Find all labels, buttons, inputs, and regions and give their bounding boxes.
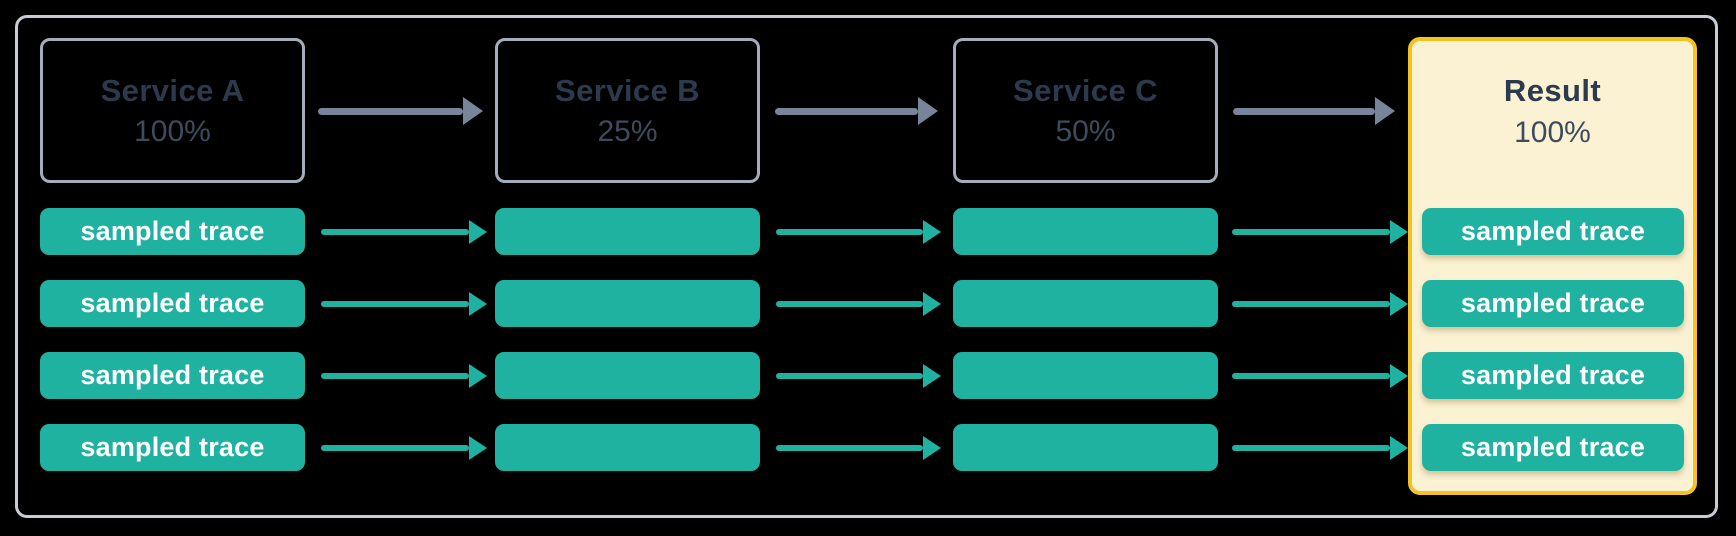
arrow-shaft [1232,373,1390,379]
arrow-head-icon [1390,364,1408,388]
arrow-right-icon [775,97,938,125]
arrow-head-icon [469,220,487,244]
arrow-right-icon [1233,97,1395,125]
sampled-trace-bar [495,280,760,327]
arrow-shaft [321,229,469,235]
arrow-head-icon [1375,97,1395,125]
arrow-head-icon [923,364,941,388]
arrow-shaft [776,229,923,235]
sampled-trace-bar: sampled trace [40,424,305,471]
sampled-trace-bar [495,424,760,471]
arrow-right-icon [321,436,487,460]
sampled-trace-bar [953,352,1218,399]
arrow-shaft [1232,229,1390,235]
arrow-right-icon [1232,220,1408,244]
arrow-head-icon [469,292,487,316]
arrow-shaft [1233,107,1375,115]
sampled-trace-label: sampled trace [1460,216,1646,246]
service-a-sampling-rate: 100% [134,114,211,148]
sampled-trace-label: sampled trace [1460,432,1646,462]
arrow-right-icon [776,292,941,316]
result-box: Result 100% [1408,37,1697,495]
sampled-trace-label: sampled trace [80,288,265,318]
arrow-shaft [321,445,469,451]
sampled-trace-bar [953,280,1218,327]
sampled-trace-label: sampled trace [1460,360,1646,390]
arrow-head-icon [1390,292,1408,316]
sampled-trace-bar: sampled trace [1422,208,1684,255]
arrow-right-icon [321,220,487,244]
sampled-trace-bar [495,352,760,399]
service-b-name: Service B [555,72,700,108]
arrow-right-icon [318,97,483,125]
service-a-box: Service A 100% [40,38,305,183]
sampled-trace-bar: sampled trace [1422,280,1684,327]
arrow-head-icon [1390,220,1408,244]
arrow-shaft [1232,445,1390,451]
arrow-right-icon [776,436,941,460]
service-b-box: Service B 25% [495,38,760,183]
sampled-trace-label: sampled trace [80,216,265,246]
service-b-sampling-rate: 25% [597,114,658,148]
arrow-right-icon [321,292,487,316]
arrow-shaft [775,107,918,115]
arrow-shaft [776,373,923,379]
arrow-head-icon [923,220,941,244]
arrow-shaft [321,373,469,379]
arrow-right-icon [1232,436,1408,460]
sampled-trace-bar: sampled trace [1422,352,1684,399]
arrow-right-icon [321,364,487,388]
service-a-name: Service A [100,72,245,108]
sampled-trace-bar: sampled trace [1422,424,1684,471]
sampled-trace-bar [495,208,760,255]
service-c-sampling-rate: 50% [1055,114,1116,148]
arrow-head-icon [463,97,483,125]
arrow-shaft [776,445,923,451]
sampled-trace-bar: sampled trace [40,208,305,255]
arrow-shaft [776,301,923,307]
sampled-trace-bar [953,424,1218,471]
sampled-trace-bar [953,208,1218,255]
service-c-box: Service C 50% [953,38,1218,183]
arrow-right-icon [1232,364,1408,388]
flow-container-frame [15,15,1718,518]
arrow-head-icon [1390,436,1408,460]
arrow-shaft [321,301,469,307]
sampled-trace-label: sampled trace [80,360,265,390]
arrow-right-icon [776,364,941,388]
arrow-right-icon [776,220,941,244]
arrow-right-icon [1232,292,1408,316]
arrow-head-icon [469,436,487,460]
arrow-shaft [318,107,463,115]
service-c-name: Service C [1013,72,1158,108]
sampled-trace-label: sampled trace [1460,288,1646,318]
sampled-trace-label: sampled trace [80,432,265,462]
sampled-trace-bar: sampled trace [40,280,305,327]
arrow-shaft [1232,301,1390,307]
arrow-head-icon [923,436,941,460]
arrow-head-icon [923,292,941,316]
arrow-head-icon [918,97,938,125]
result-title: Result [1503,73,1602,108]
arrow-head-icon [469,364,487,388]
result-sampling-rate: 100% [1514,116,1591,149]
sampled-trace-bar: sampled trace [40,352,305,399]
